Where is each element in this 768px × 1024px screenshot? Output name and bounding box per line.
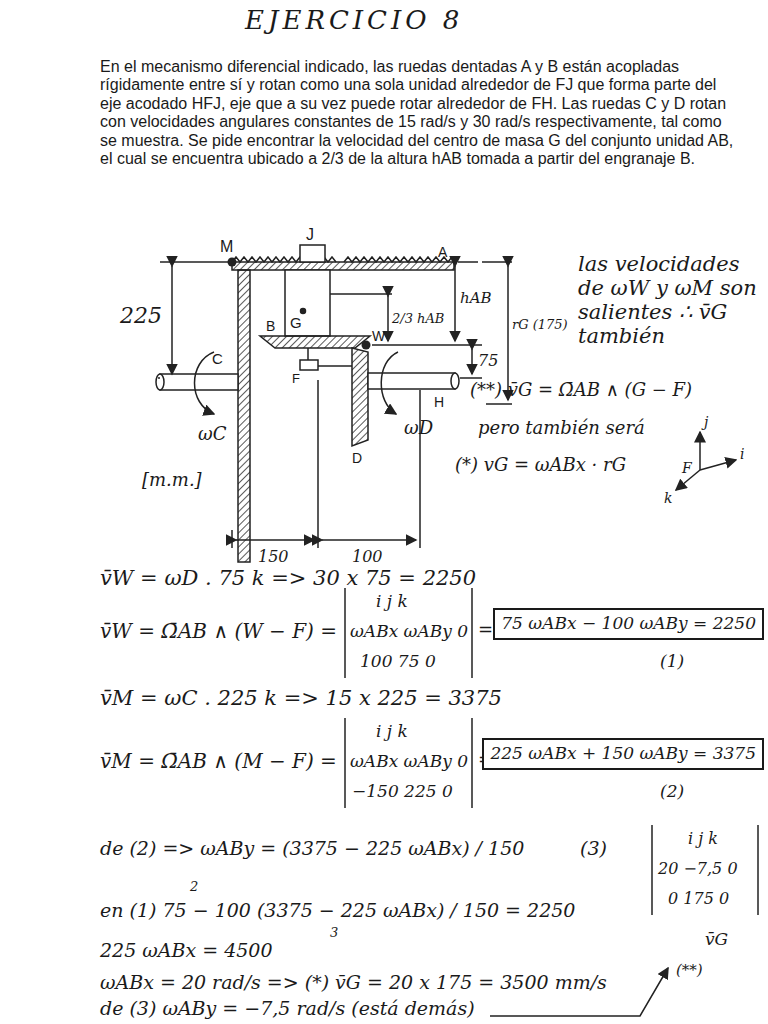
units-note: [m.m.]: [142, 470, 202, 491]
gear-label: B: [266, 318, 275, 334]
equation-number: (**): [676, 962, 703, 979]
dimension: 100: [352, 548, 383, 566]
equation: de (2) => ωABy = (3375 − 225 ωABx) / 150: [100, 838, 524, 860]
equation: v̄M = Ω̄AB ∧ (M − F) =: [100, 750, 337, 773]
matrix-row: ωABx ωABy 0: [350, 752, 468, 772]
handwritten-note: pero también será: [478, 418, 645, 439]
equation: ωABx = 20 rad/s => (*) v̄G = 20 x 175 = …: [100, 972, 607, 994]
angular-velocity: ωC: [198, 424, 226, 445]
equation-number: (2): [660, 782, 684, 802]
matrix-row: i j k: [688, 830, 718, 848]
equation: (*) vG = ωABx · rG: [455, 455, 626, 476]
matrix-row: i j k: [376, 592, 408, 612]
equation: 225 ωABx = 4500: [100, 940, 273, 962]
equation: v̄G: [705, 930, 728, 950]
equation: de (3) ωABy = −7,5 rad/s (está demás): [100, 998, 475, 1020]
boxed-equation: 225 ωABx + 150 ωABy = 3375: [482, 738, 764, 770]
correction: 3: [330, 926, 338, 941]
equation: (**) v̄G = Ω̄AB ∧ (G − F): [470, 380, 692, 401]
equation: v̄W = ωD . 75 k => 30 x 75 = 2250: [100, 566, 476, 590]
point-label: J: [306, 226, 314, 244]
axis-label: i: [740, 446, 744, 462]
matrix-row: 100 75 0: [360, 652, 436, 672]
matrix-row: ωABx ωABy 0: [350, 622, 468, 642]
point-label: M: [220, 238, 233, 256]
dimension: 75: [478, 352, 498, 370]
point-label: H: [434, 394, 444, 410]
correction: 2: [190, 880, 198, 895]
matrix-row: 0 175 0: [668, 890, 729, 908]
dimension: rG (175): [512, 318, 568, 333]
equation: v̄W = Ω̄AB ∧ (W − F) =: [100, 620, 337, 643]
matrix-row: i j k: [376, 722, 408, 742]
equation: v̄M = ωC . 225 k => 15 x 225 = 3375: [100, 686, 502, 710]
gear-label: A: [438, 244, 447, 260]
gear-label: C: [212, 350, 223, 367]
matrix-row: 20 −7,5 0: [658, 860, 738, 878]
exercise-title: EJERCICIO 8: [245, 6, 463, 36]
gear-label: D: [352, 450, 362, 466]
matrix-row: −150 225 0: [352, 782, 453, 802]
dimension: 150: [258, 548, 289, 566]
axis-label: F: [682, 460, 692, 476]
equation-number: (1): [660, 652, 684, 672]
axis-label: k: [664, 490, 672, 506]
axis-label: j: [704, 414, 708, 430]
dimension: hAB: [460, 290, 492, 307]
point-label: F: [292, 372, 300, 387]
boxed-equation: 75 ωABx − 100 ωABy = 2250: [493, 608, 764, 640]
equation: en (1) 75 − 100 (3375 − 225 ωABx) / 150 …: [100, 900, 575, 922]
point-label: W: [372, 328, 385, 344]
equation-number: (3): [580, 838, 607, 860]
dimension: 2/3 hAB: [392, 312, 444, 327]
point-label: G: [290, 314, 302, 331]
angular-velocity: ωD: [404, 418, 433, 439]
dimension: 225: [120, 303, 162, 328]
problem-statement: En el mecanismo diferencial indicado, la…: [100, 58, 740, 168]
handwritten-note: las velocidades de ωW y ωM son salientes…: [578, 252, 763, 349]
